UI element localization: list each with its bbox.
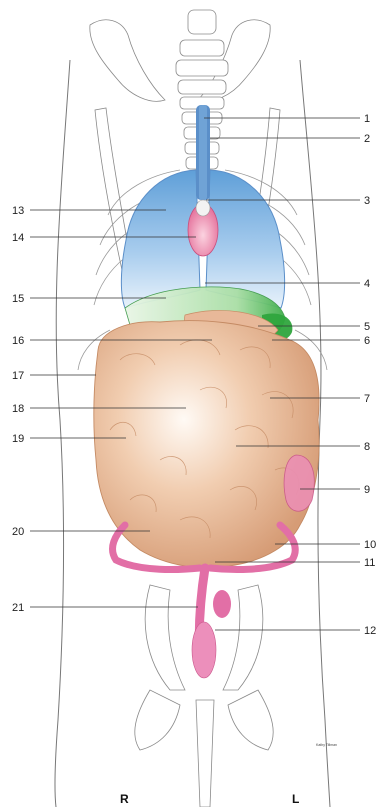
label-21: 21 <box>12 602 24 614</box>
labels-right: 1 2 3 4 5 6 7 8 9 10 11 12 <box>364 113 376 637</box>
label-2: 2 <box>364 133 370 145</box>
label-15: 15 <box>12 293 24 305</box>
left-side-label: L <box>292 792 299 806</box>
trachea-cartilage <box>199 105 207 200</box>
label-8: 8 <box>364 441 370 453</box>
label-11: 11 <box>364 557 375 569</box>
label-13: 13 <box>12 205 24 217</box>
uterus-body <box>213 590 231 618</box>
label-9: 9 <box>364 484 370 496</box>
left-kidney <box>284 455 314 511</box>
label-7: 7 <box>364 393 370 405</box>
label-10: 10 <box>364 539 376 551</box>
label-14: 14 <box>12 232 24 244</box>
labels-left: 13 14 15 16 17 18 19 20 21 <box>12 205 24 614</box>
label-16: 16 <box>12 335 24 347</box>
artist-signature: Kathy Tillman <box>316 743 337 747</box>
label-5: 5 <box>364 321 370 333</box>
label-18: 18 <box>12 403 24 415</box>
label-4: 4 <box>364 278 370 290</box>
label-3: 3 <box>364 195 370 207</box>
label-17: 17 <box>12 370 24 382</box>
label-6: 6 <box>364 335 370 347</box>
label-20: 20 <box>12 526 24 538</box>
label-1: 1 <box>364 113 370 125</box>
label-19: 19 <box>12 433 24 445</box>
label-12: 12 <box>364 625 376 637</box>
vagina <box>192 622 216 678</box>
right-side-label: R <box>120 792 129 806</box>
